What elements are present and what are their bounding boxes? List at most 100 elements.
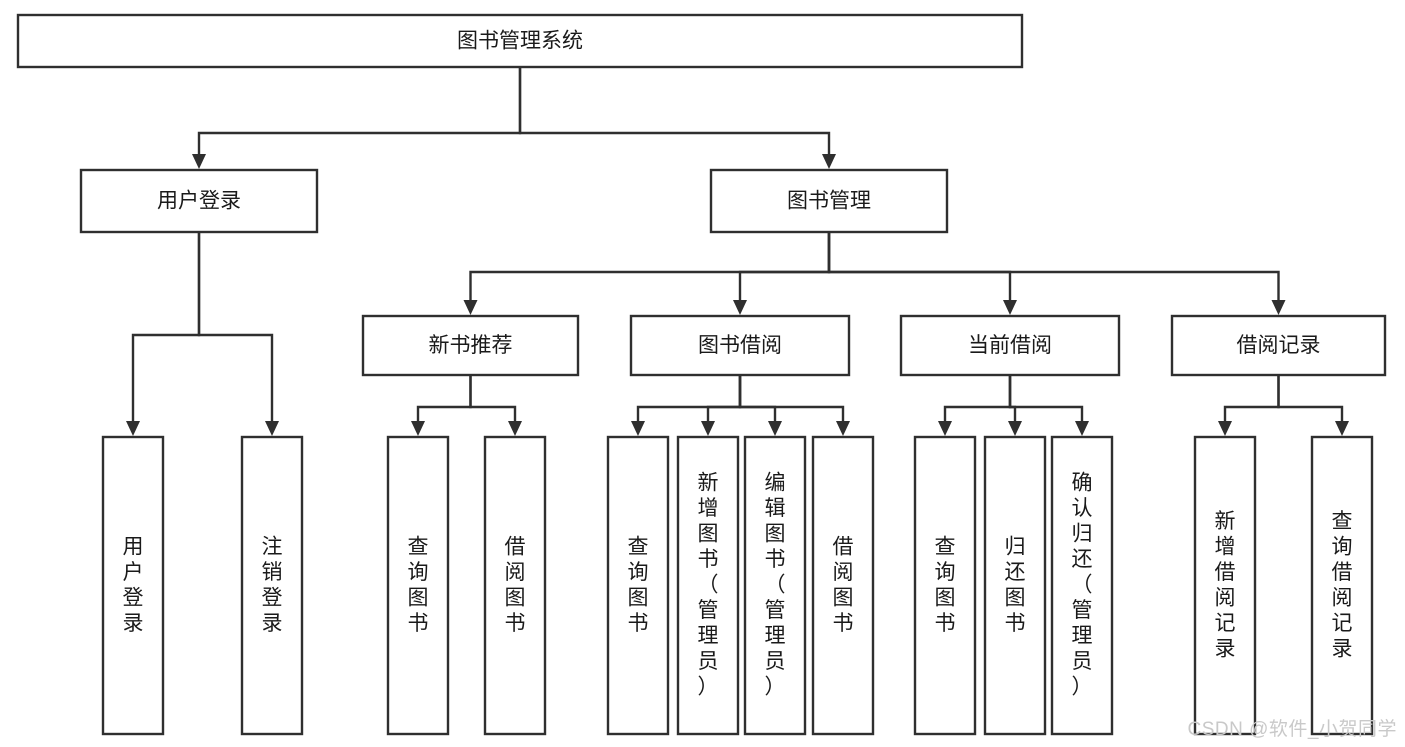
node-box[interactable] (361, 314, 580, 377)
arrow-head-icon (1271, 300, 1286, 315)
node-label: 图书管理 (787, 190, 871, 213)
node-leaf-confirm-return[interactable]: 确认归还（管理员） (1050, 435, 1114, 736)
arrow-head-icon (1008, 421, 1022, 436)
node-leaf-user-login[interactable]: 用户登录 (101, 435, 165, 736)
node-box[interactable] (483, 435, 547, 736)
node-box[interactable] (676, 435, 740, 736)
node-box[interactable] (1050, 435, 1114, 736)
node-label: 查询图书 (935, 535, 956, 635)
node-root[interactable]: 图书管理系统 (16, 13, 1024, 69)
connector-book-borrow-to-leaf-query-book-2 (631, 375, 742, 436)
node-label: 编辑图书（管理员） (765, 471, 786, 698)
node-label: 当前借阅 (968, 334, 1052, 357)
node-label: 用户登录 (157, 190, 241, 213)
node-new-book-rec[interactable]: 新书推荐 (361, 314, 580, 377)
arrow-head-icon (1218, 421, 1232, 436)
connectors-layer (126, 67, 1349, 436)
node-label: 新增图书（管理员） (698, 471, 719, 698)
watermark-label: CSDN @软件_小贺同学 (1187, 719, 1397, 740)
arrow-head-icon (508, 421, 522, 436)
connector-book-manage-to-book-borrow (733, 232, 831, 315)
arrow-head-icon (836, 421, 850, 436)
node-label: 新书推荐 (429, 334, 513, 357)
connector-current-borrow-to-leaf-confirm-return (1008, 375, 1089, 436)
node-label: 确认归还（管理员） (1072, 471, 1093, 698)
connector-book-manage-to-new-book-rec (463, 232, 831, 315)
arrow-head-icon (733, 300, 747, 315)
node-box[interactable] (983, 435, 1047, 736)
arrow-head-icon (938, 421, 952, 436)
node-label: 借阅记录 (1237, 334, 1321, 357)
connector-root-to-book-manage (518, 67, 836, 169)
node-leaf-query-book-3[interactable]: 查询图书 (913, 435, 977, 736)
node-label: 图书借阅 (698, 334, 782, 357)
node-box[interactable] (811, 435, 875, 736)
node-label: 查询图书 (628, 535, 649, 635)
node-label: 借阅图书 (505, 535, 526, 635)
connector-book-manage-to-current-borrow (827, 232, 1017, 315)
connector-user-login-to-leaf-user-logout (197, 232, 279, 436)
arrow-head-icon (631, 421, 645, 436)
node-box[interactable] (16, 13, 1024, 69)
node-box[interactable] (709, 168, 949, 234)
node-leaf-return-book[interactable]: 归还图书 (983, 435, 1047, 736)
node-box[interactable] (240, 435, 304, 736)
arrow-head-icon (768, 421, 782, 436)
connector-book-borrow-to-leaf-borrow-book-2 (738, 375, 850, 436)
node-leaf-borrow-book-1[interactable]: 借阅图书 (483, 435, 547, 736)
node-leaf-edit-book[interactable]: 编辑图书（管理员） (743, 435, 807, 736)
node-label: 用户登录 (123, 535, 144, 635)
arrow-head-icon (265, 421, 279, 436)
arrow-head-icon (1003, 300, 1017, 315)
connector-book-borrow-to-leaf-edit-book (738, 375, 782, 436)
node-box[interactable] (1193, 435, 1257, 736)
arrow-head-icon (1075, 421, 1089, 436)
connector-current-borrow-to-leaf-query-book-3 (938, 375, 1012, 436)
node-leaf-user-logout[interactable]: 注销登录 (240, 435, 304, 736)
arrow-head-icon (822, 154, 836, 169)
arrow-head-icon (1335, 421, 1349, 436)
node-leaf-borrow-book-2[interactable]: 借阅图书 (811, 435, 875, 736)
connector-new-book-rec-to-leaf-borrow-book-1 (469, 375, 522, 436)
node-box[interactable] (913, 435, 977, 736)
connector-borrow-record-to-leaf-add-record (1218, 375, 1280, 436)
node-box[interactable] (606, 435, 670, 736)
node-leaf-add-record[interactable]: 新增借阅记录 (1193, 435, 1257, 736)
node-borrow-record[interactable]: 借阅记录 (1170, 314, 1387, 377)
node-leaf-add-book[interactable]: 新增图书（管理员） (676, 435, 740, 736)
node-box[interactable] (743, 435, 807, 736)
node-label: 归还图书 (1005, 535, 1026, 635)
node-leaf-query-book-2[interactable]: 查询图书 (606, 435, 670, 736)
connector-new-book-rec-to-leaf-query-book-1 (411, 375, 472, 436)
node-box[interactable] (629, 314, 851, 377)
arrow-head-icon (126, 421, 140, 436)
arrow-head-icon (701, 421, 715, 436)
nodes-layer: 图书管理系统用户登录图书管理新书推荐图书借阅当前借阅借阅记录用户登录注销登录查询… (16, 13, 1387, 736)
node-label: 图书管理系统 (457, 30, 583, 53)
node-box[interactable] (79, 168, 319, 234)
node-book-manage[interactable]: 图书管理 (709, 168, 949, 234)
connector-book-manage-to-borrow-record (827, 232, 1286, 315)
node-label: 借阅图书 (833, 535, 854, 635)
arrow-head-icon (192, 154, 206, 169)
connector-root-to-user-login (192, 67, 522, 169)
node-label: 查询图书 (408, 535, 429, 635)
node-book-borrow[interactable]: 图书借阅 (629, 314, 851, 377)
node-label: 新增借阅记录 (1215, 509, 1236, 660)
node-current-borrow[interactable]: 当前借阅 (899, 314, 1121, 377)
node-leaf-query-book-1[interactable]: 查询图书 (386, 435, 450, 736)
arrow-head-icon (463, 300, 478, 315)
arrow-head-icon (411, 421, 425, 436)
node-box[interactable] (899, 314, 1121, 377)
connector-borrow-record-to-leaf-query-record (1277, 375, 1349, 436)
node-leaf-query-record[interactable]: 查询借阅记录 (1310, 435, 1374, 736)
node-label: 注销登录 (262, 535, 283, 635)
node-user-login[interactable]: 用户登录 (79, 168, 319, 234)
node-box[interactable] (101, 435, 165, 736)
node-label: 查询借阅记录 (1332, 509, 1353, 660)
connector-book-borrow-to-leaf-add-book (701, 375, 742, 436)
node-box[interactable] (1310, 435, 1374, 736)
node-box[interactable] (1170, 314, 1387, 377)
node-box[interactable] (386, 435, 450, 736)
